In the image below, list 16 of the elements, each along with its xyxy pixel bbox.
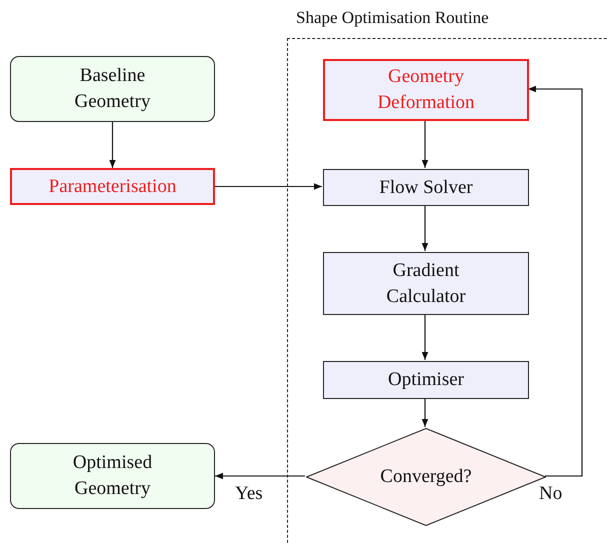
arrow — [215, 472, 305, 480]
arrow — [422, 205, 428, 251]
arrow — [422, 398, 428, 427]
arrow — [528, 86, 583, 477]
region-title: Shape Optimisation Routine — [296, 8, 489, 28]
process-box: Gradient Calculator — [323, 252, 529, 315]
process-box: Parameterisation — [10, 168, 215, 205]
process-box: Geometry Deformation — [323, 59, 529, 121]
arrow — [422, 314, 428, 360]
terminal-box: Optimised Geometry — [10, 443, 215, 509]
arrow — [109, 122, 116, 168]
terminal-box: Baseline Geometry — [10, 56, 215, 122]
process-box: Flow Solver — [323, 169, 529, 206]
arrow — [215, 183, 322, 190]
process-box: Optimiser — [323, 361, 529, 399]
arrow — [422, 120, 428, 168]
